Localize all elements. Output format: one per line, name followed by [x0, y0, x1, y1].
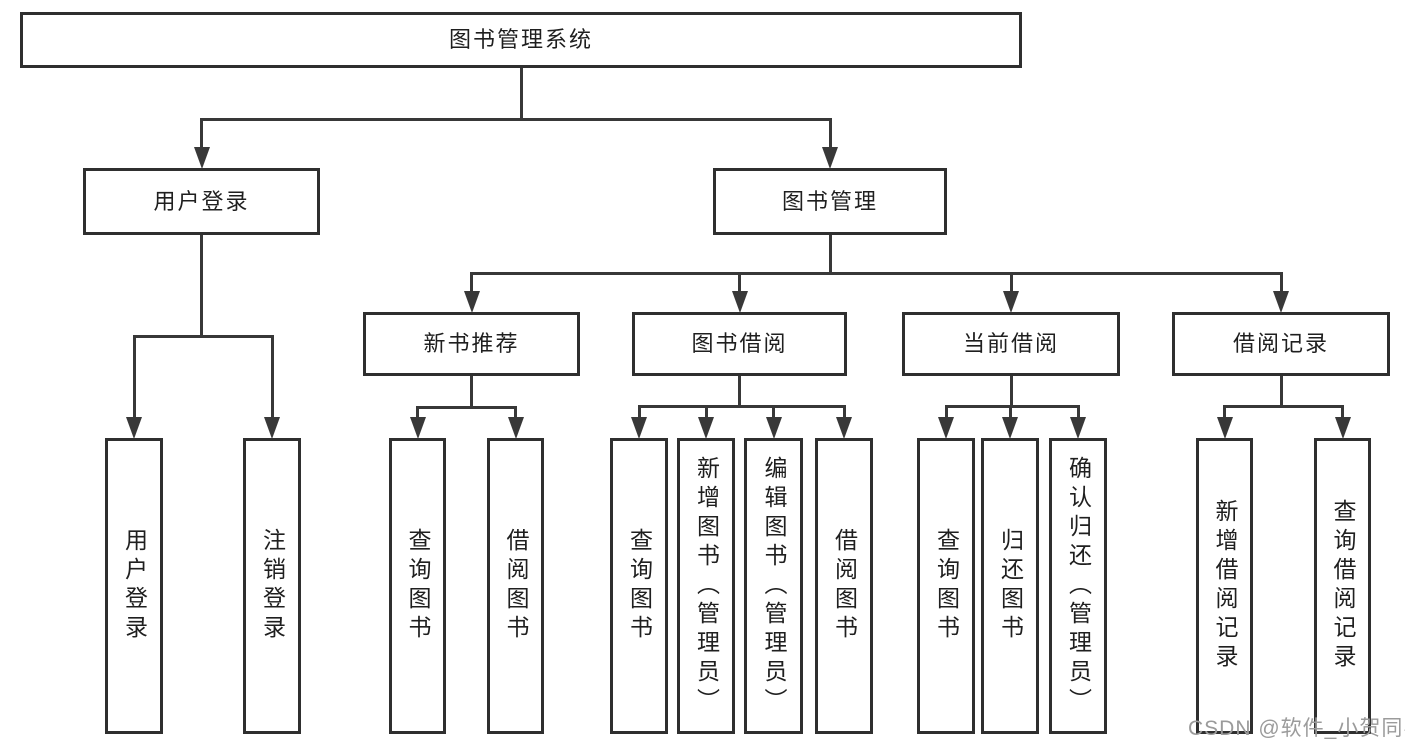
connector-line	[637, 404, 641, 420]
connector-line	[1279, 376, 1283, 408]
connector-line	[200, 235, 203, 338]
connector-line	[416, 405, 419, 420]
connector-line	[772, 404, 775, 420]
connector-line	[200, 117, 832, 121]
node-v-query-record: 查询借阅记录	[1314, 438, 1371, 734]
connector-line	[828, 235, 832, 275]
connector-line	[944, 404, 948, 420]
arrow-down-icon	[409, 417, 426, 439]
connector-line	[270, 334, 274, 420]
node-root: 图书管理系统	[20, 12, 1022, 68]
arrow-down-icon	[126, 417, 142, 439]
arrow-down-icon	[822, 147, 838, 169]
connector-line	[1009, 376, 1013, 408]
node-v-add-book: 新增图书（管理员）	[677, 438, 735, 734]
connector-line	[704, 404, 708, 420]
connector-line	[1223, 404, 1226, 420]
connector-line	[132, 334, 274, 338]
connector-line	[1341, 404, 1344, 420]
connector-line	[944, 404, 1080, 408]
node-v-return-book: 归还图书	[981, 438, 1039, 734]
connector-line	[1279, 271, 1283, 294]
connector-line	[1008, 404, 1012, 420]
connector-line	[637, 404, 846, 408]
connector-line	[470, 271, 1283, 275]
connector-line	[738, 271, 741, 294]
connector-line	[1009, 271, 1013, 294]
node-v-query-book-3: 查询图书	[917, 438, 975, 734]
connector-line	[514, 405, 517, 420]
arrow-down-icon	[264, 417, 280, 439]
node-v-user-login: 用户登录	[105, 438, 163, 734]
node-v-query-book-1: 查询图书	[389, 438, 446, 734]
arrow-down-icon	[765, 417, 782, 439]
arrow-down-icon	[1002, 417, 1018, 439]
connector-line	[416, 405, 517, 409]
arrow-down-icon	[193, 147, 210, 169]
node-current-borrow: 当前借阅	[902, 312, 1120, 376]
arrow-down-icon	[463, 291, 480, 313]
connector-line	[738, 376, 741, 408]
node-v-logout: 注销登录	[243, 438, 301, 734]
node-v-add-record: 新增借阅记录	[1196, 438, 1253, 734]
node-v-borrow-book-1: 借阅图书	[487, 438, 544, 734]
node-v-query-book-2: 查询图书	[610, 438, 668, 734]
node-new-book-rec: 新书推荐	[363, 312, 580, 376]
node-user-login: 用户登录	[83, 168, 320, 235]
arrow-down-icon	[731, 291, 748, 313]
arrow-down-icon	[836, 417, 852, 439]
connector-line	[1076, 404, 1080, 420]
node-v-borrow-book-2: 借阅图书	[815, 438, 873, 734]
csdn-watermark: CSDN @软件_小贺同学	[1188, 717, 1405, 740]
arrow-down-icon	[1273, 291, 1289, 313]
connector-line	[470, 376, 473, 409]
connector-line	[842, 404, 846, 420]
node-book-borrow: 图书借阅	[632, 312, 847, 376]
node-book-mgmt: 图书管理	[713, 168, 947, 235]
arrow-down-icon	[1070, 417, 1086, 439]
node-borrow-record: 借阅记录	[1172, 312, 1390, 376]
connector-line	[828, 117, 832, 150]
arrow-down-icon	[1003, 291, 1019, 313]
connector-line	[200, 117, 203, 150]
arrow-down-icon	[938, 417, 954, 439]
connector-line	[1223, 404, 1344, 408]
connector-line	[470, 271, 473, 294]
arrow-down-icon	[1216, 417, 1233, 439]
node-v-confirm-return: 确认归还（管理员）	[1049, 438, 1107, 734]
arrow-down-icon	[507, 417, 524, 439]
arrow-down-icon	[698, 417, 714, 439]
connector-line	[519, 68, 523, 121]
connector-line	[132, 334, 136, 420]
node-v-edit-book: 编辑图书（管理员）	[744, 438, 803, 734]
arrow-down-icon	[631, 417, 647, 439]
arrow-down-icon	[1334, 417, 1351, 439]
